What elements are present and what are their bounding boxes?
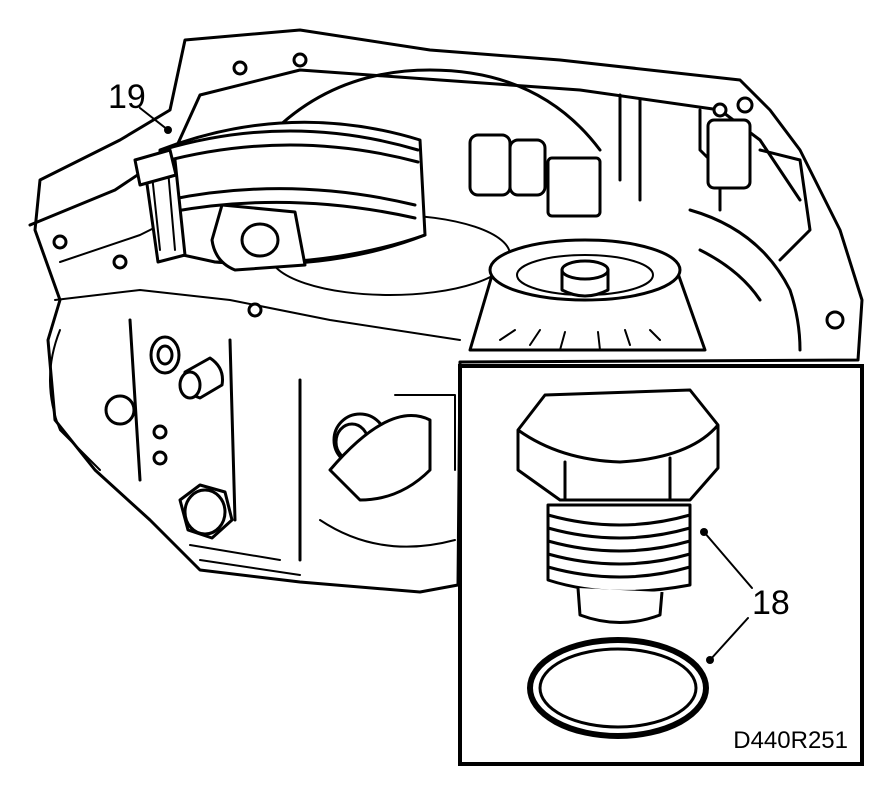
inset-detail: 18 D440R251 xyxy=(458,364,864,766)
housing-front-face xyxy=(49,318,456,576)
figure-code: D440R251 xyxy=(733,727,848,754)
callout-18-leader-ring xyxy=(709,617,749,661)
callout-18-dot-plug xyxy=(700,528,708,536)
central-hub xyxy=(468,238,707,352)
brake-band xyxy=(133,120,427,272)
callout-18-leader-plug xyxy=(703,531,753,589)
callout-19-dot xyxy=(164,126,172,134)
callout-19-leader xyxy=(139,107,169,131)
drain-plug xyxy=(516,388,720,624)
callout-18-label: 18 xyxy=(752,584,790,622)
callout-18: 18 xyxy=(700,528,790,664)
callout-19-label: 19 xyxy=(108,78,146,116)
sealing-ring xyxy=(527,637,709,739)
callout-19: 19 xyxy=(108,78,172,134)
callout-18-dot-ring xyxy=(706,656,714,664)
